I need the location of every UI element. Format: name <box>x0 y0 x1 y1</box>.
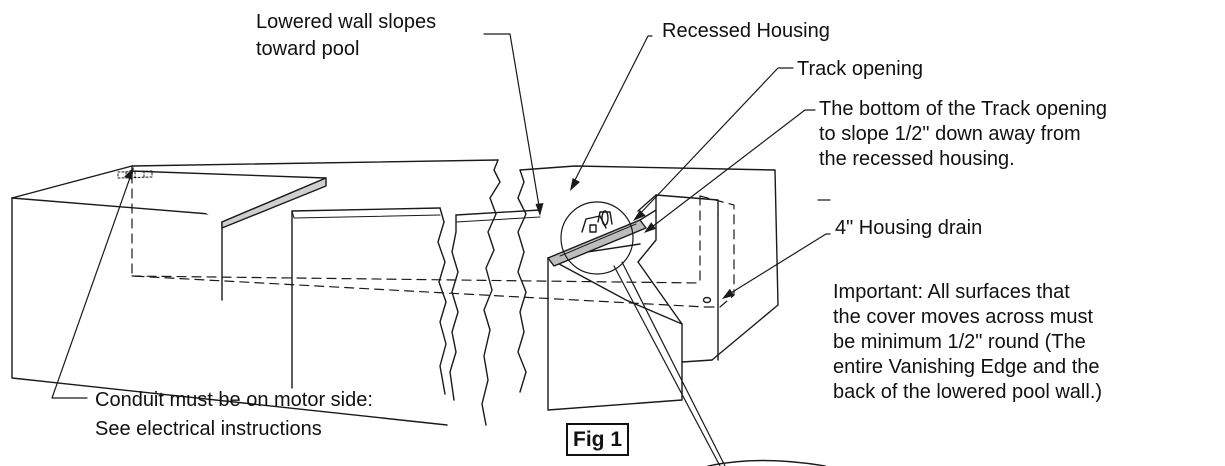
label-lowered-wall-line1: Lowered wall slopes <box>256 11 437 33</box>
label-important-note: Important: All surfaces that the cover m… <box>833 280 1102 405</box>
right-housing-block <box>449 165 779 411</box>
label-track-slope-line3: the recessed housing. <box>819 148 1015 170</box>
label-track-opening-text: Track opening <box>797 58 923 80</box>
hidden-pool-outline <box>131 173 735 308</box>
detail-circle <box>560 201 634 275</box>
label-conduit: Conduit must be on motor side: See elect… <box>95 386 373 444</box>
label-lowered-wall: Lowered wall slopes toward pool <box>256 9 436 63</box>
label-lowered-wall-line2: toward pool <box>256 38 360 60</box>
label-conduit-line2: See electrical instructions <box>95 418 322 440</box>
label-important-line4: entire Vanishing Edge and the <box>833 356 1100 378</box>
label-track-slope: The bottom of the Track opening to slope… <box>819 97 1107 172</box>
label-track-opening: Track opening <box>797 57 923 82</box>
arrowheads <box>124 167 735 299</box>
label-important-line3: be minimum 1/2" round (The <box>833 331 1086 353</box>
label-track-slope-line2: to slope 1/2" down away from <box>819 123 1081 145</box>
enlarged-detail-arc <box>707 459 826 466</box>
label-important-line5: back of the lowered pool wall.) <box>833 381 1103 403</box>
label-conduit-line1: Conduit must be on motor side: <box>95 389 373 411</box>
label-important-line2: the cover moves across must <box>833 306 1094 328</box>
label-recessed-housing: Recessed Housing <box>662 19 830 44</box>
lowered-wall-segment <box>291 207 447 395</box>
leader-lines <box>51 33 831 466</box>
label-recessed-housing-text: Recessed Housing <box>662 20 830 42</box>
label-important-line1: Important: All surfaces that <box>833 281 1070 303</box>
housing-drain-opening <box>702 296 712 304</box>
label-housing-drain: 4" Housing drain <box>835 216 982 241</box>
label-track-slope-line1: The bottom of the Track opening <box>819 98 1107 120</box>
label-housing-drain-text: 4" Housing drain <box>835 217 983 239</box>
figure-label: Fig 1 <box>566 423 630 456</box>
left-deck-block <box>11 159 501 426</box>
